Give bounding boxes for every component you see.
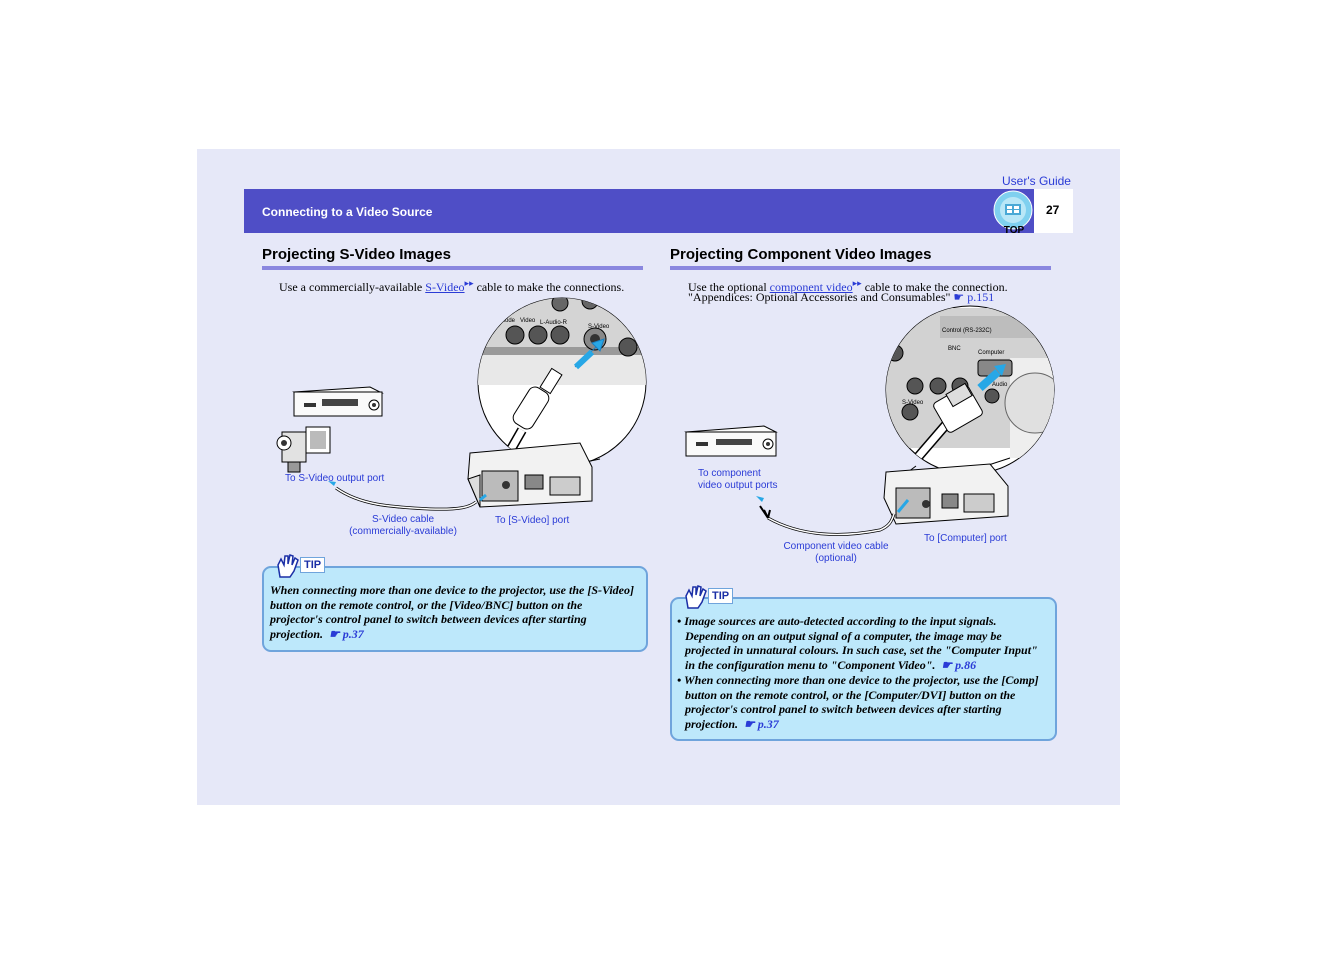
cable-arrow-icon (756, 496, 764, 502)
jack-label-mode: Mode (500, 318, 516, 324)
component-intro-ref: "Appendices: Optional Accessories and Co… (688, 290, 994, 304)
svideo-intro: Use a commercially-available S-Video▸▸ c… (279, 276, 624, 294)
cable-arrow-icon (896, 499, 910, 513)
hand-tip-icon (277, 554, 299, 578)
hand-tip-icon (685, 585, 707, 609)
intro-text: Use a commercially-available (279, 280, 426, 294)
header-bar (244, 189, 1034, 233)
jack-panel-closeup: Control (RS-232C) BNC Computer Audio S-V… (886, 308, 1054, 474)
dvd-player-drawing (684, 425, 778, 457)
cable-arrow-icon (479, 493, 487, 502)
camcorder-drawing (276, 426, 331, 473)
top-button[interactable]: TOP (993, 190, 1035, 236)
cable-caption-line: S-Video cable (371, 514, 435, 525)
tip-page-ref[interactable]: p.37 (757, 716, 779, 731)
projector-drawing (883, 463, 1009, 525)
svideo-glossary-link[interactable]: S-Video (425, 280, 465, 294)
tip-body: When connecting more than one device to … (683, 673, 1039, 731)
intro-text: cable to make the connections. (473, 280, 625, 294)
cable-caption-line: (optional) (815, 553, 857, 564)
section-title-svideo: Projecting S-Video Images (262, 246, 451, 263)
svideo-output-callout: To S-Video output port (285, 473, 385, 484)
svideo-port-callout: To [S-Video] port (495, 515, 570, 526)
svideo-cable-callout: S-Video cable (commercially-available) (346, 514, 460, 538)
link-arrow-icon: ▸▸ (852, 278, 862, 288)
output-caption-line: video output ports (698, 480, 778, 491)
tip-body: When connecting more than one device to … (270, 583, 634, 641)
pointing-hand-icon: ☛ (744, 716, 755, 731)
tip-label: TIP (300, 557, 326, 573)
top-label: TOP (1004, 225, 1025, 236)
cable-caption-line: (commercially-available) (349, 526, 457, 537)
jack-label-computer: Computer (978, 350, 1004, 356)
jack-label-control: Control (RS-232C) (942, 328, 992, 334)
vcr-drawing (292, 386, 384, 417)
tip-text-svideo: When connecting more than one device to … (270, 583, 638, 641)
intro-text: cable to make the connection. (861, 280, 1008, 294)
users-guide-link[interactable]: User's Guide (1002, 174, 1071, 188)
intro-text: "Appendices: Optional Accessories and Co… (688, 290, 951, 304)
section-rule (262, 266, 643, 270)
tip-page-ref[interactable]: p.86 (955, 657, 977, 672)
page-number-box (1034, 189, 1073, 233)
tip-item: • When connecting more than one device t… (677, 673, 1039, 731)
cable-arrow-icon (328, 481, 336, 486)
tip-item: • Image sources are auto-detected accord… (677, 614, 1038, 672)
intro-text: Use the optional (688, 280, 770, 294)
tip-text-component: • Image sources are auto-detected accord… (677, 614, 1047, 731)
svideo-connection-illustration: Video L-Audio-R S-Video Mode (276, 297, 647, 511)
pointing-hand-icon: ☛ (329, 626, 340, 641)
tip-page-ref[interactable]: p.37 (342, 626, 364, 641)
jack-label-video: Video (520, 318, 536, 324)
jack-label-audio: L-Audio-R (540, 320, 568, 326)
component-intro: Use the optional component video▸▸ cable… (688, 276, 1008, 294)
jack-label-svideo: S-Video (902, 400, 924, 406)
component-cable-callout: Component video cable (optional) (776, 541, 896, 565)
link-arrow-icon: ▸▸ (464, 278, 474, 288)
intro-page-ref[interactable]: p.151 (967, 290, 995, 304)
jack-label-bnc: BNC (948, 346, 961, 352)
section-title-component: Projecting Component Video Images (670, 246, 932, 263)
component-connection-illustration: Control (RS-232C) BNC Computer Audio S-V… (684, 305, 1055, 536)
output-caption-line: To component (698, 468, 761, 479)
component-output-callout: To component video output ports (698, 468, 778, 492)
cable-caption-line: Component video cable (783, 541, 889, 552)
jack-label-svideo: S-Video (588, 324, 610, 330)
page-title: Connecting to a Video Source (262, 205, 433, 219)
computer-port-callout: To [Computer] port (924, 533, 1007, 544)
pointing-hand-icon: ☛ (941, 657, 953, 672)
jack-label-audio: Audio (992, 382, 1008, 388)
component-glossary-link[interactable]: component video (769, 280, 853, 294)
section-rule (670, 266, 1051, 270)
tip-box-component (670, 597, 1057, 741)
page-number: 27 (1046, 203, 1060, 217)
tip-body: Image sources are auto-detected accordin… (684, 614, 1038, 672)
pointing-hand-icon: ☛ (953, 290, 965, 304)
top-icon: TOP (993, 190, 1033, 236)
jack-panel-closeup: Video L-Audio-R S-Video Mode (478, 298, 646, 466)
projector-drawing (467, 442, 593, 508)
tip-label: TIP (708, 588, 734, 604)
tip-box-svideo (262, 566, 648, 652)
